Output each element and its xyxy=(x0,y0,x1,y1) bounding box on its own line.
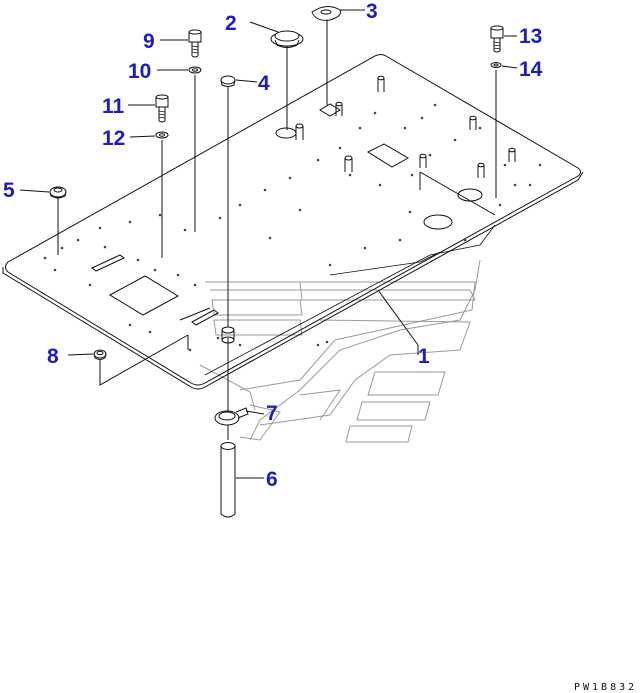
callout-6: 6 xyxy=(266,468,278,491)
callout-stubs xyxy=(19,9,518,479)
drawing-code: PW1B832 xyxy=(574,682,637,693)
washer-part-14 xyxy=(490,62,502,68)
plug-part-4 xyxy=(220,75,236,87)
callout-3: 3 xyxy=(366,0,378,23)
bolt-part-11 xyxy=(155,94,169,123)
parts xyxy=(49,6,504,518)
grommet-part-2 xyxy=(270,30,304,48)
callout-5: 5 xyxy=(3,179,15,202)
bolt-part-13 xyxy=(490,25,504,53)
callout-1: 1 xyxy=(418,345,430,368)
callout-13: 13 xyxy=(519,25,542,48)
pole-part-6 xyxy=(220,442,236,518)
callout-7: 7 xyxy=(266,402,278,425)
callout-4: 4 xyxy=(258,72,270,95)
plate-studs xyxy=(295,75,516,216)
grommet-part-8 xyxy=(93,349,107,360)
callout-2: 2 xyxy=(225,12,237,35)
cap-part-3 xyxy=(311,6,341,21)
leader-lines xyxy=(57,20,497,440)
callout-12: 12 xyxy=(102,127,125,150)
washer-part-12 xyxy=(155,131,169,139)
mast-boss xyxy=(221,326,235,344)
grommet-part-5 xyxy=(49,186,67,199)
callout-11: 11 xyxy=(102,95,125,118)
bolt-holes xyxy=(43,103,542,352)
plate-opening xyxy=(108,275,180,316)
callout-8: 8 xyxy=(47,345,59,368)
callout-14: 14 xyxy=(519,58,543,81)
underside-frame xyxy=(199,259,481,443)
floor-plate xyxy=(2,54,584,390)
callout-9: 9 xyxy=(143,30,155,53)
bolt-part-9 xyxy=(188,29,202,58)
callout-10: 10 xyxy=(128,60,151,83)
callout-labels: 1 2 3 4 5 6 7 8 9 10 11 12 13 14 xyxy=(3,0,543,491)
clamp-part-7 xyxy=(214,407,249,426)
washer-part-10 xyxy=(188,66,202,74)
